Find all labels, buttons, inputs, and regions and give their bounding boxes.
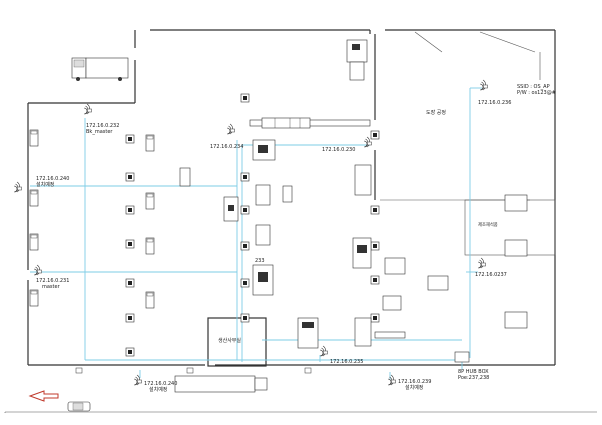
ap-labels: 172.16.0.232 Bk_master 172.16.0.234 172.… — [36, 84, 556, 393]
wifi-signal-icon — [363, 136, 372, 148]
ap-label-name: 설치예정 — [149, 386, 167, 393]
wifi-signal-icon — [83, 103, 92, 115]
truck-icon — [71, 57, 129, 81]
ap-label-name: 설치예정 — [36, 181, 54, 188]
ap-label-name: master — [42, 284, 61, 290]
machines — [67, 39, 528, 412]
wifi-signal-icon — [477, 257, 486, 269]
ssid-label: SSID : OS_AP — [517, 84, 550, 90]
wifi-signal-icon — [13, 181, 22, 193]
ap-label-name: 설치예정 — [405, 384, 423, 391]
hub-box-poe-label: Poe:237,238 — [458, 375, 489, 381]
office-label: 생산사무실 — [218, 337, 241, 344]
password-label: P/W : os123@# — [517, 90, 556, 96]
ap-label-ip: 172.16.0.240 — [36, 176, 69, 182]
machine-cluster-center — [179, 139, 319, 349]
ap-label-ip: 172.16.0.230 — [322, 147, 355, 153]
wifi-signal-icon — [387, 374, 396, 386]
exit-arrow-icon — [28, 390, 59, 402]
bottom-truck — [174, 375, 268, 393]
columns — [125, 93, 380, 357]
wifi-signal-icon — [33, 264, 42, 276]
network-cables — [30, 87, 482, 380]
ap-label-ip: 172.16.0.231 — [36, 278, 69, 284]
ap-label-ip: 172.16.0.235 — [330, 359, 363, 365]
ap-label-ip: 172.16.0237 — [475, 272, 507, 278]
wifi-signal-icon — [226, 123, 235, 135]
press-machine — [346, 39, 368, 81]
ap-label-ip: 172.16.0.236 — [478, 100, 511, 106]
ap-label-ip: 172.16.0.232 — [86, 123, 119, 129]
ap-label-ip: 172.16.0.239 — [398, 379, 431, 385]
machine-number: 233 — [255, 258, 265, 264]
machine-cluster-right — [352, 164, 528, 363]
ap-label-ip: 172.16.0.234 — [210, 144, 243, 150]
hub-box-label: 8P HUB BOX — [458, 369, 489, 375]
wifi-signal-icon — [319, 345, 328, 357]
ap-label-ip: 172.16.0.240 — [144, 381, 177, 387]
ap-label-name: Bk_master — [86, 129, 113, 135]
zone-label-paint: 도장 공정 — [426, 109, 446, 116]
car-icon — [67, 401, 91, 412]
conveyor-machine — [249, 117, 371, 129]
building-walls — [4, 29, 597, 413]
zone-label-warehouse: 제조재석품 — [478, 221, 498, 228]
wifi-signal-icon — [479, 79, 488, 91]
